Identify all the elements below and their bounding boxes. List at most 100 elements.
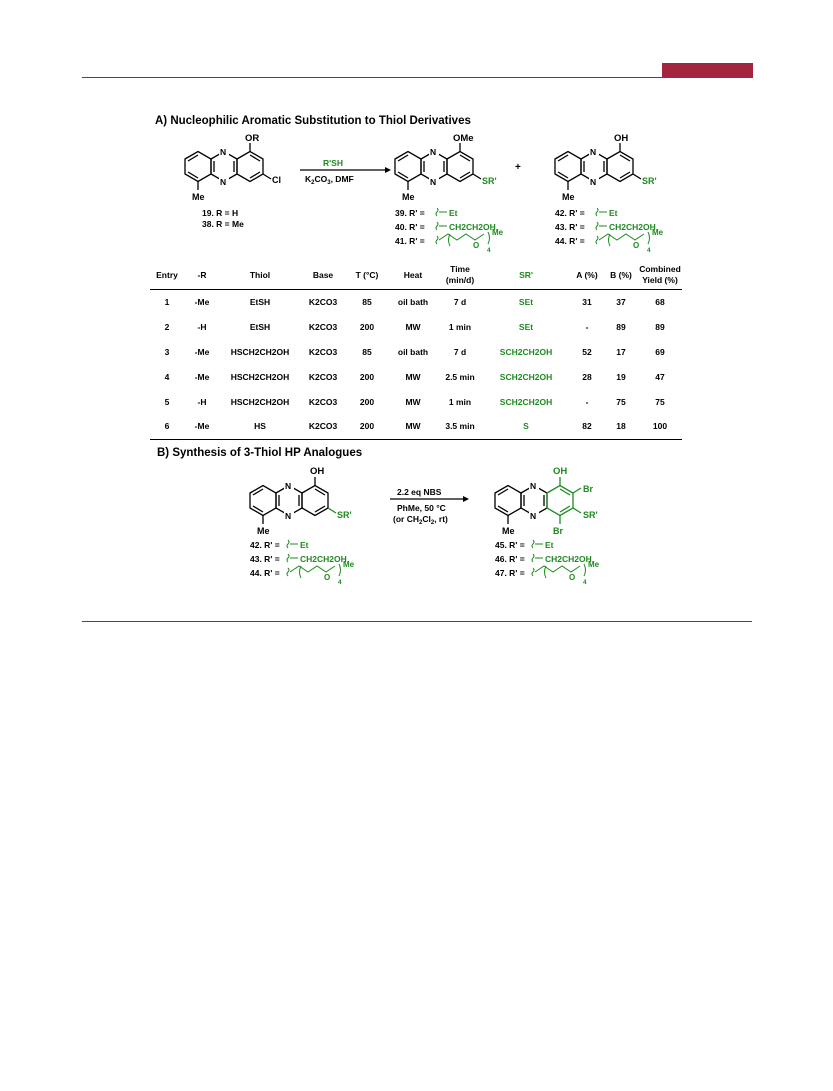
reagent-a-top: R'SH [323,158,343,168]
svg-text:N: N [285,511,291,521]
product-b2-br-bottom: Br [553,526,563,536]
table-cell: 1 min [448,321,472,332]
table-header-row: Entry -R Thiol Base T (°C) Heat Time (mi… [150,261,682,290]
product-a-sr: SR' [482,176,497,186]
start-b-sr: SR' [337,510,352,520]
col-heat: Heat [388,261,438,290]
table-cell: K2CO3 [308,296,338,307]
table-cell: K2CO3 [308,346,338,357]
table-cell: 7 d [453,346,467,357]
col-sr: SR' [482,261,570,290]
start-b-me: Me [257,526,270,536]
start-b-label-2: 43. R' = [250,554,280,564]
start-me: Me [192,192,205,202]
table-cell: -H [197,321,207,332]
results-table: Entry -R Thiol Base T (°C) Heat Time (mi… [150,261,682,440]
prod-b-r1: Et [609,208,618,218]
start-label-1: 19. R = H [202,208,238,218]
col-r: -R [184,261,220,290]
product-a-ome: OMe [453,133,474,144]
prod-b2-label-3: 47. R' = [495,568,525,578]
table-cell: 100 [652,421,668,432]
table-cell: MW [405,371,421,382]
table-cell: 7 d [453,296,467,307]
table-cell: 68 [655,296,665,307]
prod-a-r1: Et [449,208,458,218]
table-cell: -Me [194,371,210,382]
start-b-me3: Me [343,560,355,569]
table-cell: -H [197,396,207,407]
table-cell: 5 [164,396,170,407]
table-cell: K2CO3 [308,396,338,407]
prod-a-o: O [473,241,479,250]
table-cell: 19 [616,371,626,382]
table-cell: S [523,421,529,432]
table-cell: HSCH2CH2OH [230,396,290,407]
prod-a-r2: CH2CH2OH [449,222,496,232]
product-b2-phenazine: N N [494,477,582,525]
table-cell: 75 [655,396,665,407]
prod-a-label-3: 41. R' = [395,236,425,246]
product-a-phenazine: N N [394,142,482,191]
table-cell: HSCH2CH2OH [230,371,290,382]
scheme-b: N N OH SR' Me 42. R' = 43. R' = 44. R' =… [249,466,600,586]
table-cell: 2 [164,321,170,332]
table-cell: 89 [616,321,626,332]
product-b-phenazine: N N [554,142,642,191]
scheme-a: N N OR Cl Me 19. R = H 38. R = Me R'SH K… [184,133,664,254]
prod-b-label-1: 42. R' = [555,208,585,218]
product-b-oh: OH [614,133,628,144]
col-time: Time (min/d) [438,261,482,290]
table-cell: 200 [359,421,375,432]
product-b-me: Me [562,192,575,202]
table-cell: 17 [616,346,626,357]
table-cell: 89 [655,321,665,332]
prod-a-n: 4 [487,247,491,254]
prod-b2-r2: CH2CH2OH [545,554,592,564]
prod-b2-label-2: 46. R' = [495,554,525,564]
prod-b-o: O [633,241,639,250]
col-base: Base [300,261,346,290]
table-cell: MW [405,321,421,332]
table-cell: 69 [655,346,665,357]
table-cell: 47 [655,371,665,382]
table-cell: oil bath [397,296,429,307]
svg-text:N: N [220,147,226,157]
table-cell: 85 [362,296,372,307]
table-cell: -Me [194,346,210,357]
col-entry: Entry [150,261,184,290]
table-cell: SCH2CH2OH [499,346,553,357]
table-cell: HSCH2CH2OH [230,346,290,357]
product-b2-oh: OH [553,466,567,477]
svg-text:N: N [430,177,436,187]
product-b2-sr: SR' [583,510,598,520]
prod-b2-o: O [569,573,575,582]
prod-b-label-3: 44. R' = [555,236,585,246]
table-cell: EtSH [249,321,271,332]
table-cell: EtSH [249,296,271,307]
prod-b-n: 4 [647,247,651,254]
prod-b2-n: 4 [583,579,587,586]
table-cell: - [585,396,589,407]
prod-b-label-2: 43. R' = [555,222,585,232]
table-cell: K2CO3 [308,421,338,432]
table-cell: 200 [359,396,375,407]
start-b-n: 4 [338,579,342,586]
table-cell: HS [254,421,266,432]
table-cell: 18 [616,421,626,432]
table-cell: K2CO3 [308,371,338,382]
footer-rule [82,621,752,622]
table-cell: - [585,321,589,332]
svg-text:N: N [530,481,536,491]
table-cell: SCH2CH2OH [499,396,553,407]
svg-text:N: N [590,147,596,157]
table-cell: MW [405,396,421,407]
product-a-me: Me [402,192,415,202]
prod-b2-label-1: 45. R' = [495,540,525,550]
header-tab [662,63,753,78]
plus-sign: + [515,162,521,173]
reagent-a-bottom: K2CO3, DMF [305,174,354,186]
